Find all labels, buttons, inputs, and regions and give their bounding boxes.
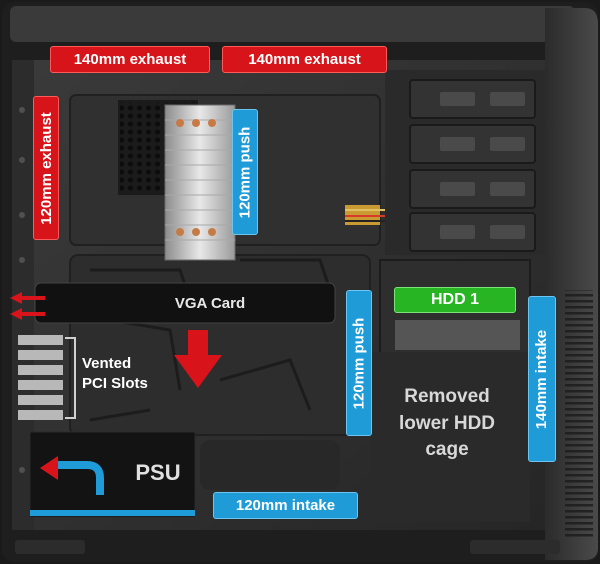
- psu-flow-blue: [55, 461, 104, 495]
- vga-card-body: [34, 282, 336, 324]
- removed-cage-line3: cage: [425, 439, 469, 461]
- bay-latches: [440, 92, 525, 239]
- hdd-drive: [395, 320, 520, 350]
- removed-cage-area: [370, 352, 530, 522]
- front-intake-label: 140mm intake: [528, 296, 556, 462]
- psu-label: PSU: [135, 460, 181, 485]
- removed-cage-label: Removed lower HDD cage: [382, 384, 512, 464]
- psu-intake-glow: [30, 510, 195, 516]
- pci-slot-covers: [18, 335, 63, 420]
- cpu-cooler: [164, 104, 236, 261]
- hdd1-label: HDD 1: [394, 287, 516, 313]
- vented-pci-line1: Vented: [82, 355, 132, 372]
- mb-lower-area: [69, 254, 371, 436]
- mid-push-text: 120mm push: [350, 317, 368, 409]
- pci-bracket-brace: [65, 337, 76, 419]
- top-exhaust-left-label: 140mm exhaust: [50, 46, 210, 73]
- removed-cage-line1: Removed: [404, 386, 490, 407]
- vented-pci-label: Vented PCI Slots: [82, 354, 172, 395]
- rear-screws: [19, 107, 25, 473]
- rear-exhaust-text: 120mm exhaust: [37, 111, 55, 225]
- rear-exhaust-label: 120mm exhaust: [33, 96, 59, 240]
- cable-cutout-bottom: [200, 440, 340, 490]
- front-vents: [565, 290, 593, 540]
- sata-cables: [345, 205, 385, 225]
- cpu-push-text: 120mm push: [236, 126, 254, 218]
- mid-push-label: 120mm push: [346, 290, 372, 436]
- vented-pci-line2: PCI Slots: [82, 375, 148, 393]
- case-feet: [15, 540, 560, 554]
- removed-cage-line2: lower HDD: [398, 412, 496, 434]
- front-intake-text: 140mm intake: [533, 329, 551, 429]
- top-exhaust-right-label: 140mm exhaust: [222, 46, 387, 73]
- bottom-intake-label: 120mm intake: [213, 492, 358, 519]
- case-top-rim: [10, 6, 575, 42]
- vga-heat-down-arrow: [174, 330, 222, 388]
- vga-exhaust-arrows: [10, 292, 45, 320]
- psu-exhaust-arrow: [40, 456, 58, 480]
- vga-card-label: VGA Card: [174, 295, 246, 312]
- cpu-push-label: 120mm push: [232, 109, 258, 235]
